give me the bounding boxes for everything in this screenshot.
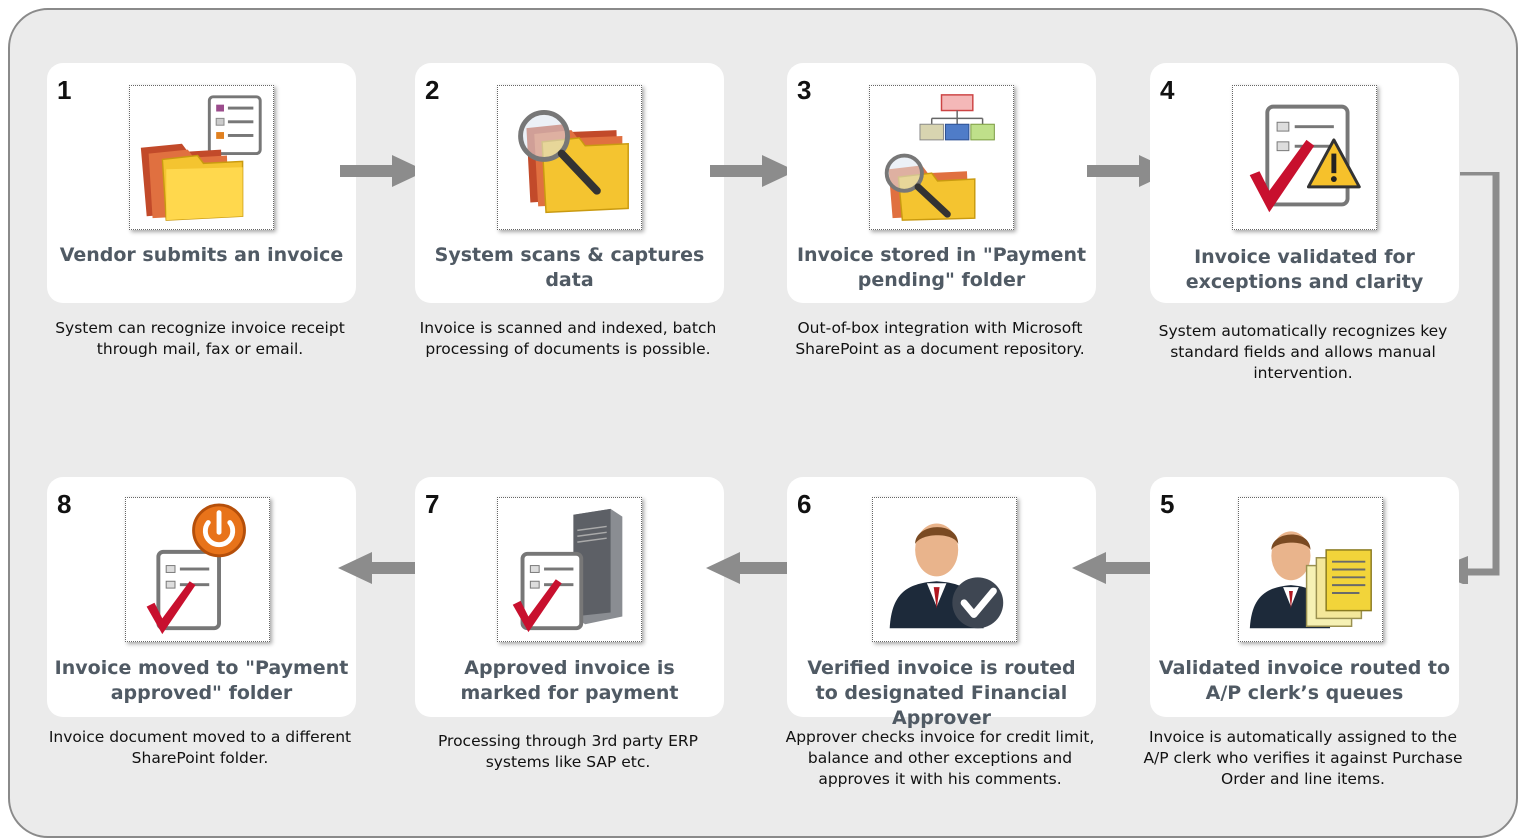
step-description-6: Approver checks invoice for credit limit… — [785, 728, 1095, 788]
step-number: 8 — [57, 489, 72, 519]
step-number: 7 — [425, 489, 440, 519]
step-card-8: 8 Invoice moved to "Payment approved" fo… — [47, 477, 356, 717]
step-card-2: 2 System scans & captures data — [415, 63, 724, 303]
step-description-1: System can recognize invoice receipt thr… — [55, 319, 345, 358]
arrow-left-icon — [1072, 552, 1158, 584]
step-description-2: Invoice is scanned and indexed, batch pr… — [419, 319, 717, 358]
step-number: 4 — [1160, 75, 1175, 105]
clerk-documents-icon — [1238, 497, 1383, 642]
step-card-1: 1 Vendor submits an invoice — [47, 63, 356, 303]
step-card-4: 4 Invoice validated for exceptions and c… — [1150, 63, 1459, 303]
step-number: 6 — [797, 489, 812, 519]
document-server-icon — [497, 497, 642, 642]
approver-check-icon — [872, 497, 1017, 642]
step-description-5: Invoice is automatically assigned to the… — [1143, 728, 1463, 788]
step-description-8: Invoice document moved to a different Sh… — [48, 728, 352, 767]
step-card-3: 3 Invoice stored in "Payment pending" fo… — [787, 63, 1096, 303]
step-title: Approved invoice is marked for payment — [460, 657, 679, 704]
step-card-7: 7 Approved invoice is marked for payment — [415, 477, 724, 717]
arrow-right-icon — [710, 155, 796, 187]
arrow-left-icon — [706, 552, 792, 584]
document-check-warning-icon — [1232, 85, 1377, 230]
step-title: Invoice stored in "Payment pending" fold… — [796, 244, 1087, 291]
step-number: 5 — [1160, 489, 1175, 519]
step-title: Invoice moved to "Payment approved" fold… — [54, 657, 349, 704]
step-title: System scans & captures data — [434, 244, 705, 291]
step-description-3: Out-of-box integration with Microsoft Sh… — [795, 319, 1085, 358]
step-description-4: System automatically recognizes key stan… — [1158, 322, 1448, 382]
document-power-icon — [125, 497, 270, 642]
step-card-6: 6 Verified invoice is routed to designat… — [787, 477, 1096, 729]
step-title: Invoice validated for exceptions and cla… — [1185, 246, 1424, 293]
org-chart-folder-icon — [869, 85, 1014, 230]
step-number: 3 — [797, 75, 812, 105]
folders-with-form-icon — [129, 85, 274, 230]
step-title: Validated invoice routed to A/P clerk’s … — [1158, 657, 1451, 704]
arrow-left-icon — [338, 552, 424, 584]
step-card-5: 5 Validated invoice routed to A/P clerk’… — [1150, 477, 1459, 717]
step-description-7: Processing through 3rd party ERP systems… — [437, 732, 699, 771]
arrow-right-icon — [340, 155, 426, 187]
step-number: 2 — [425, 75, 440, 105]
folders-magnifier-icon — [497, 85, 642, 230]
step-title: Verified invoice is routed to designated… — [807, 657, 1076, 729]
step-number: 1 — [57, 75, 72, 105]
step-title: Vendor submits an invoice — [59, 244, 344, 266]
